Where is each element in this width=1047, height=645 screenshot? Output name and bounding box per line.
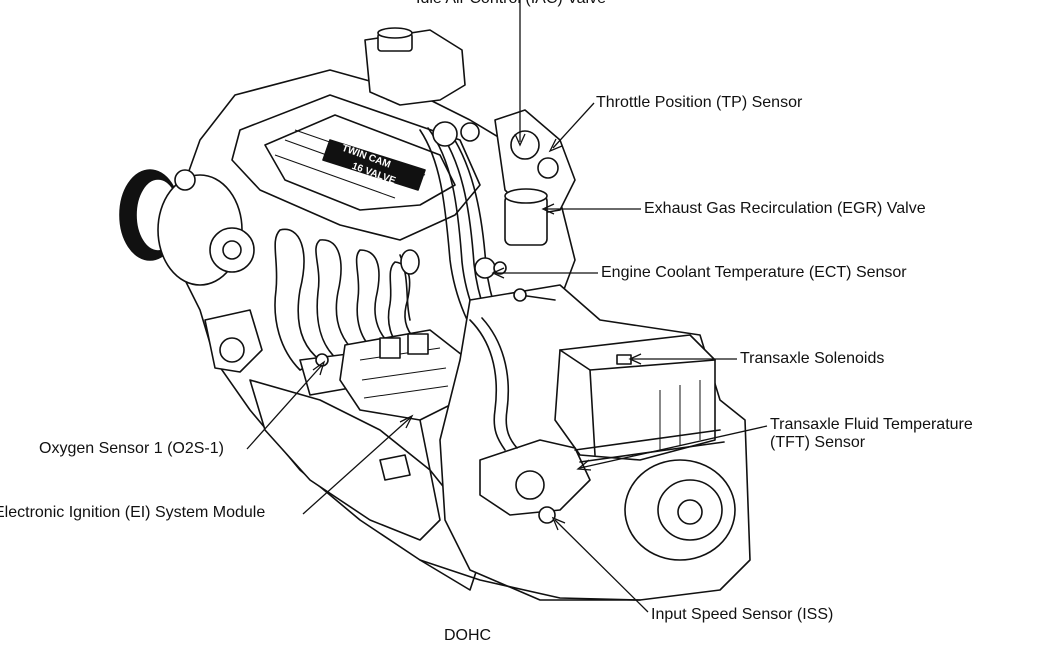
label-o2s-1: Oxygen Sensor 1 (O2S-1) bbox=[39, 440, 224, 457]
label-tft-sensor-line2: (TFT) Sensor bbox=[770, 434, 866, 451]
ei-module-drawing bbox=[339, 329, 463, 421]
hoses bbox=[315, 249, 556, 481]
exhaust-manifold bbox=[274, 228, 426, 396]
label-tft-sensor-line1: Transaxle Fluid Temperature bbox=[770, 416, 973, 433]
ac-compressor bbox=[119, 169, 255, 286]
label-iac-valve: Idle Air Control (IAC) Valve bbox=[416, 0, 606, 8]
label-ei-module: Electronic Ignition (EI) System Module bbox=[0, 504, 266, 521]
thermostat-housing bbox=[204, 309, 263, 373]
diagram-caption: DOHC bbox=[444, 627, 492, 644]
label-iss: Input Speed Sensor (ISS) bbox=[651, 606, 834, 623]
label-tp-sensor: Throttle Position (TP) Sensor bbox=[596, 94, 803, 111]
label-ect-sensor: Engine Coolant Temperature (ECT) Sensor bbox=[601, 264, 907, 281]
label-transaxle-solenoids: Transaxle Solenoids bbox=[740, 350, 885, 367]
throttle-body bbox=[474, 109, 576, 279]
label-egr-valve: Exhaust Gas Recirculation (EGR) Valve bbox=[644, 200, 926, 217]
valve-cover bbox=[231, 94, 481, 241]
transaxle bbox=[419, 284, 751, 601]
leader-lines bbox=[246, 0, 768, 613]
coolant-reservoir bbox=[364, 27, 466, 106]
